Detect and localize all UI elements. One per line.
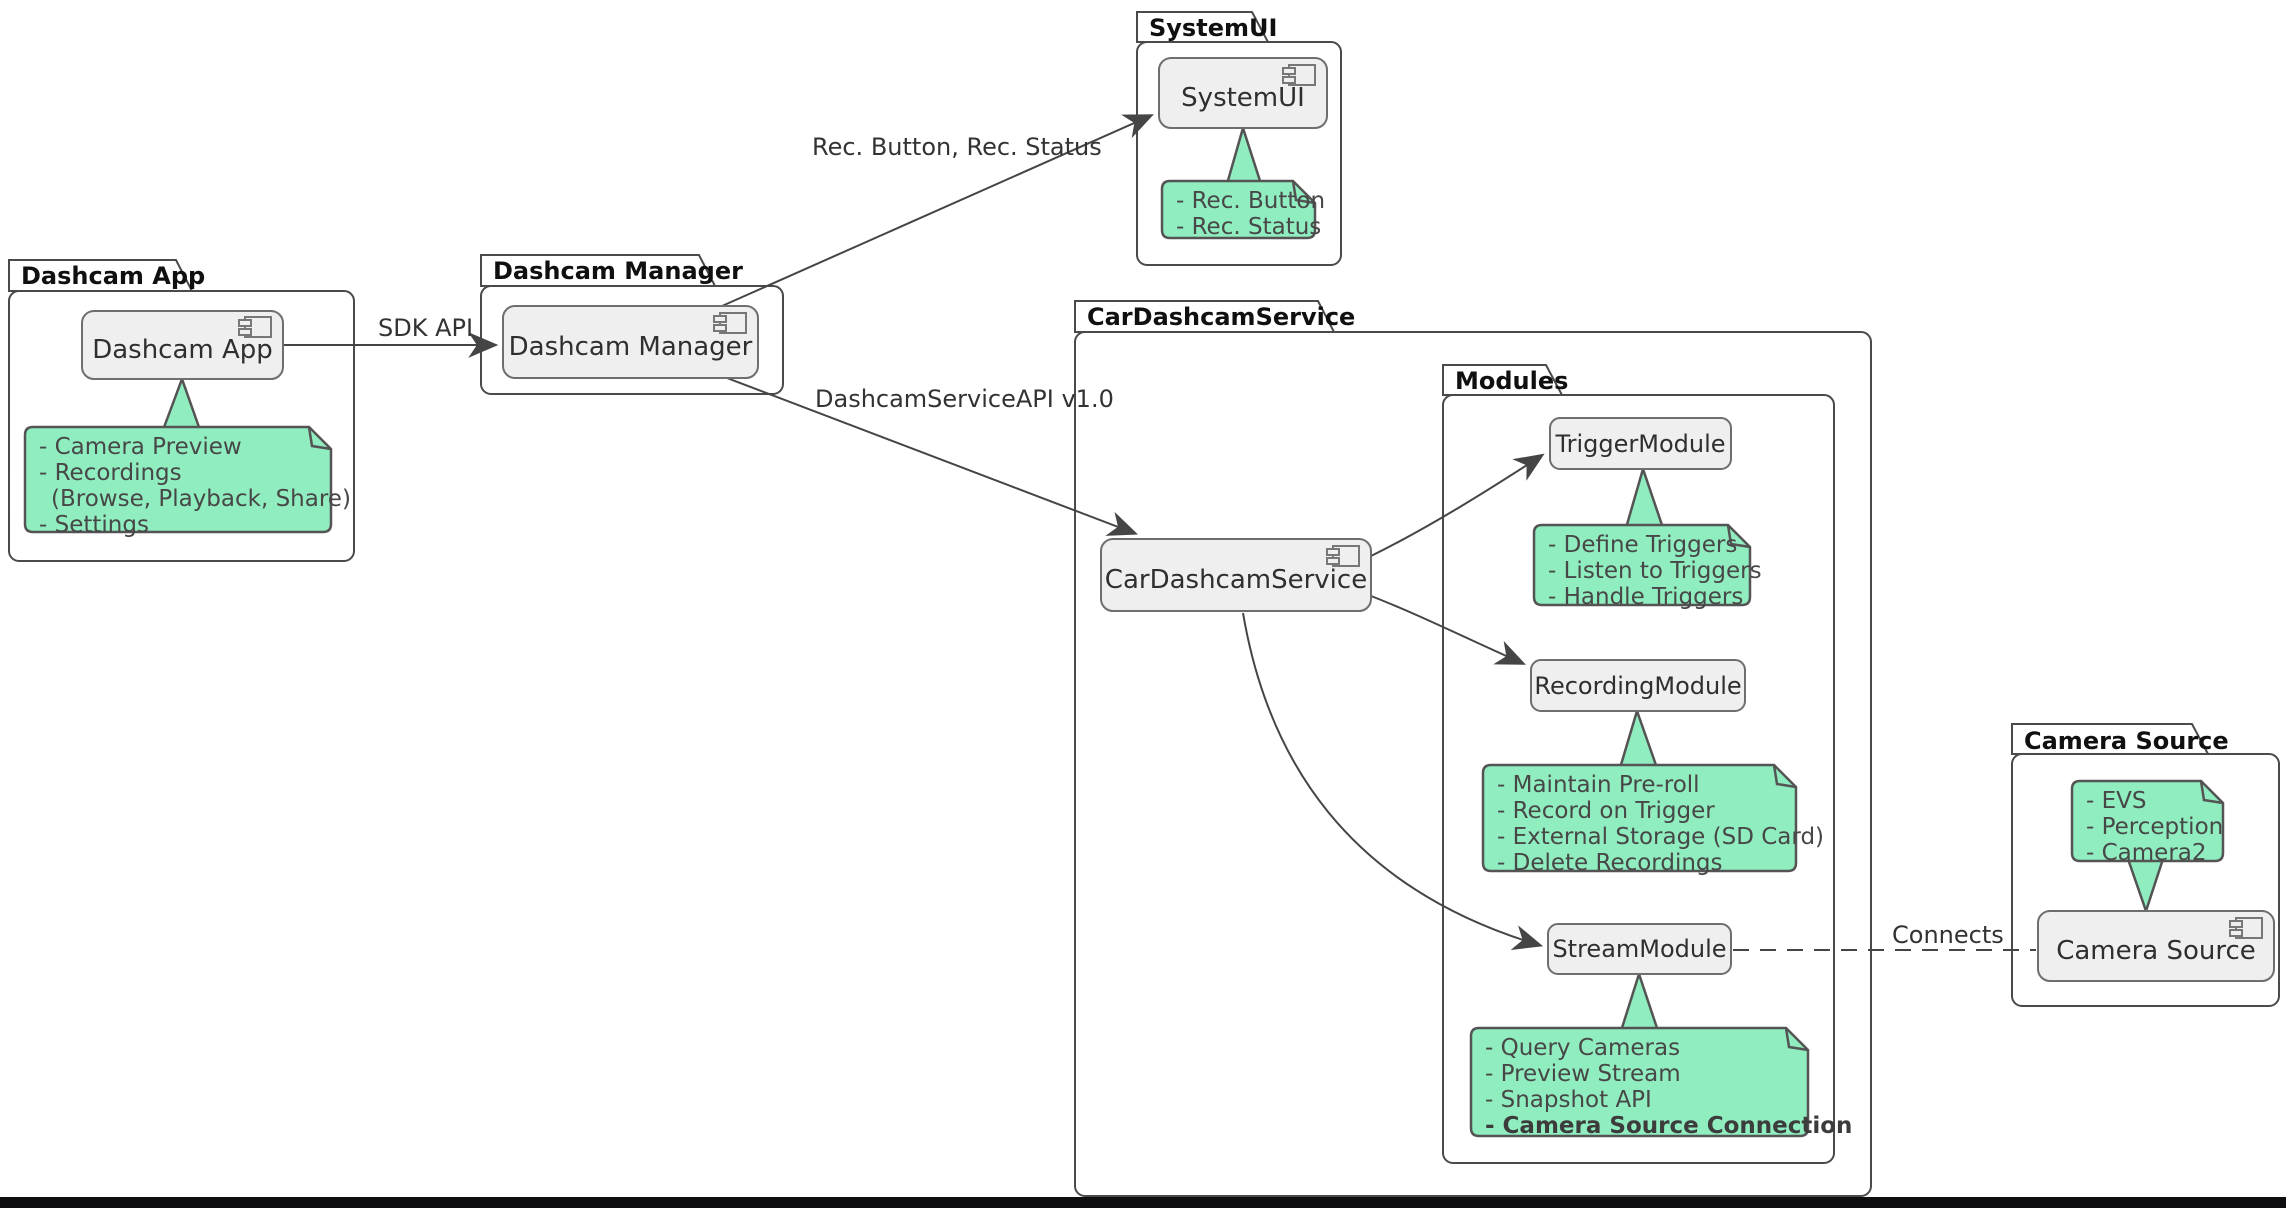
- note-line: - Delete Recordings: [1497, 850, 1723, 876]
- edge-to-trigger-module: [1370, 453, 1545, 557]
- edge-label-service-api: DashcamServiceAPI v1.0: [815, 385, 1114, 413]
- note-line: - EVS: [2086, 788, 2147, 814]
- note-line: - Query Cameras: [1485, 1035, 1681, 1061]
- package-title-camera-source: Camera Source: [2024, 727, 2229, 755]
- note-tail-trigger: [1624, 468, 1665, 530]
- component-icon: [2229, 917, 2263, 939]
- note-line: - Maintain Pre-roll: [1497, 772, 1700, 798]
- package-title-dashcam-manager: Dashcam Manager: [493, 257, 743, 285]
- note-camera-source-text: - EVS - Perception - Camera2: [2072, 781, 2237, 866]
- package-title-modules: Modules: [1455, 367, 1569, 395]
- component-dashcam-manager: [502, 305, 759, 379]
- note-tail-recording: [1618, 710, 1659, 770]
- component-cardashcamservice: [1100, 538, 1372, 612]
- component-label-cardashcamservice: CarDashcamService: [1104, 565, 1368, 595]
- note-camera-source: [2070, 779, 2225, 863]
- package-title-systemui: SystemUI: [1149, 14, 1278, 42]
- note-line: - Rec. Button: [1176, 188, 1326, 214]
- component-trigger-module: [1549, 417, 1732, 470]
- bottom-bar: [0, 1197, 2286, 1208]
- component-label-systemui: SystemUI: [1181, 83, 1305, 113]
- note-line: - Settings: [39, 512, 149, 538]
- note-dashcam-app-text: - Camera Preview - Recordings (Browse, P…: [25, 427, 351, 538]
- note-line: - Snapshot API: [1485, 1087, 1652, 1113]
- note-systemui-text: - Rec. Button - Rec. Status: [1162, 181, 1329, 240]
- edge-label-connects: Connects: [1892, 921, 2004, 949]
- edge-to-stream-module: [1242, 612, 1544, 950]
- component-systemui: [1158, 57, 1328, 129]
- edges: [283, 114, 2036, 951]
- note-tail-systemui: [1225, 127, 1263, 186]
- edge-label-sdk-api: SDK API: [378, 314, 474, 342]
- note-recording-text: - Maintain Pre-roll - Record on Trigger …: [1483, 765, 1825, 876]
- note-dashcam-app: [23, 425, 333, 534]
- note-trigger-text: - Define Triggers - Listen to Triggers -…: [1534, 525, 1764, 610]
- note-line: - Camera Source Connection: [1485, 1113, 1853, 1139]
- component-label-dashcam-app: Dashcam App: [92, 335, 273, 365]
- component-icon: [1326, 545, 1360, 567]
- note-line: - Camera2: [2086, 840, 2207, 866]
- note-line: - Camera Preview: [39, 434, 242, 460]
- note-line: - Recordings: [39, 460, 182, 486]
- component-label-dashcam-manager: Dashcam Manager: [508, 332, 753, 362]
- note-tails: [161, 127, 2165, 1033]
- note-tail-camera-source: [2126, 857, 2165, 912]
- note-line: - Handle Triggers: [1548, 584, 1744, 610]
- edge-to-recording-module: [1370, 595, 1526, 665]
- note-tail-dashcam-app: [161, 378, 202, 432]
- note-stream: [1469, 1026, 1810, 1138]
- note-line: - Define Triggers: [1548, 532, 1738, 558]
- note-tail-stream: [1619, 973, 1660, 1033]
- note-trigger: [1532, 523, 1752, 607]
- note-line: - Rec. Status: [1176, 214, 1322, 240]
- notes: [23, 179, 2225, 1138]
- component-icon: [238, 316, 272, 338]
- note-line: - Listen to Triggers: [1548, 558, 1762, 584]
- note-line: (Browse, Playback, Share): [51, 486, 351, 512]
- component-label-recording-module: RecordingModule: [1534, 671, 1742, 700]
- note-stream-text: - Query Cameras - Preview Stream - Snaps…: [1471, 1028, 1853, 1139]
- component-camera-source: [2037, 910, 2275, 982]
- edge-label-rec-button-status: Rec. Button, Rec. Status: [812, 133, 1102, 161]
- components: [81, 57, 2275, 982]
- component-label-stream-module: StreamModule: [1552, 935, 1727, 963]
- component-stream-module: [1547, 923, 1732, 975]
- note-line: - Record on Trigger: [1497, 798, 1715, 824]
- note-recording: [1481, 763, 1798, 873]
- edge-dashcam-service-api: [726, 377, 1139, 536]
- edge-rec-button-status: [721, 114, 1154, 307]
- package-title-dashcam-app: Dashcam App: [21, 262, 206, 290]
- note-line: - Preview Stream: [1485, 1061, 1681, 1087]
- note-systemui: [1160, 179, 1317, 240]
- note-line: - Perception: [2086, 814, 2224, 840]
- component-label-camera-source: Camera Source: [2056, 936, 2256, 966]
- component-label-trigger-module: TriggerModule: [1555, 429, 1726, 458]
- package-title-cardashcamservice: CarDashcamService: [1087, 303, 1356, 331]
- component-recording-module: [1530, 659, 1746, 712]
- component-icon: [713, 312, 747, 334]
- component-icon: [1282, 64, 1316, 86]
- note-line: - External Storage (SD Card): [1497, 824, 1825, 850]
- component-dashcam-app: [81, 310, 284, 380]
